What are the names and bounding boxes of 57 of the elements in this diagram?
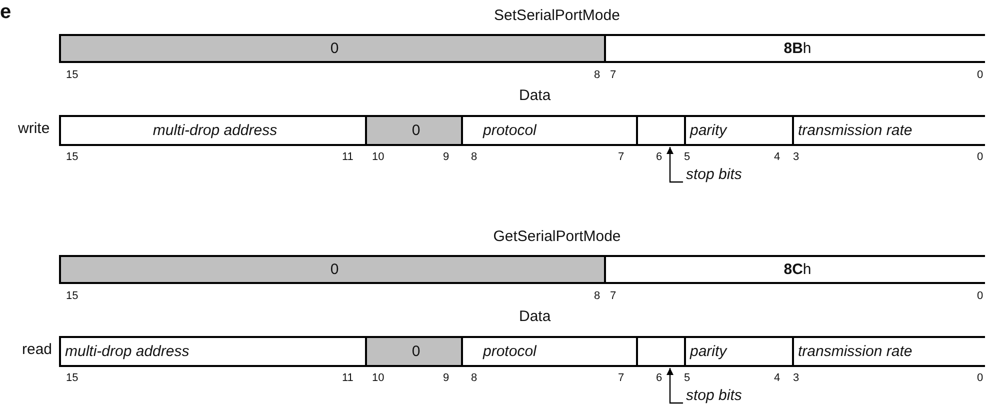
bit-number: 0 bbox=[977, 152, 984, 163]
bit-number: 3 bbox=[793, 373, 800, 384]
bit-number: 15 bbox=[66, 152, 78, 163]
bit-number: 11 bbox=[342, 152, 354, 163]
row-label: Data bbox=[519, 88, 551, 103]
bit-number: 7 bbox=[610, 291, 616, 302]
bit-field-cell: multi-drop address bbox=[59, 336, 365, 367]
bit-field-cell: parity bbox=[684, 115, 792, 146]
bit-field-cell: transmission rate bbox=[792, 115, 985, 146]
bit-number: 15 bbox=[66, 373, 78, 384]
bit-field-cell: transmission rate bbox=[792, 336, 985, 367]
bit-number: 0 bbox=[977, 70, 984, 81]
bit-field-cell: 0 bbox=[59, 255, 604, 284]
bit-number: 4 bbox=[774, 152, 780, 163]
bit-field-cell: protocol bbox=[461, 336, 636, 367]
bit-number: 10 bbox=[372, 373, 384, 384]
bit-field-cell: 0 bbox=[365, 336, 461, 367]
bit-field-cell: 0 bbox=[59, 34, 604, 63]
bit-field-cell: 8Ch bbox=[604, 255, 985, 284]
bit-field-cell: 0 bbox=[365, 115, 461, 146]
bit-number: 0 bbox=[977, 373, 984, 384]
bit-field-cell: 8Bh bbox=[604, 34, 985, 63]
bit-number: 5 bbox=[684, 152, 690, 163]
bit-number: 0 bbox=[977, 291, 984, 302]
bit-number: 15 bbox=[66, 70, 78, 81]
bit-number: 10 bbox=[372, 152, 384, 163]
bit-number: 8 bbox=[594, 291, 600, 302]
bit-number: 6 bbox=[656, 152, 662, 163]
bit-number: 4 bbox=[774, 373, 780, 384]
bit-number: 3 bbox=[793, 152, 800, 163]
row-label: write bbox=[18, 121, 50, 136]
row-label: Data bbox=[519, 309, 551, 324]
bit-number: 9 bbox=[443, 152, 450, 163]
bit-number: 7 bbox=[618, 373, 624, 384]
field-caption: stop bits bbox=[686, 388, 742, 403]
command-name: SetSerialPortMode bbox=[494, 8, 620, 23]
bit-field-cell: protocol bbox=[461, 115, 636, 146]
command-name: GetSerialPortMode bbox=[493, 229, 621, 244]
bit-number: 7 bbox=[610, 70, 616, 81]
field-caption: stop bits bbox=[686, 167, 742, 182]
bit-number: 6 bbox=[656, 373, 662, 384]
bit-field-cell: multi-drop address bbox=[59, 115, 365, 146]
row-label: read bbox=[22, 342, 52, 357]
heading-fragment: e bbox=[0, 2, 12, 22]
bit-number: 15 bbox=[66, 291, 78, 302]
bit-number: 8 bbox=[594, 70, 600, 81]
bit-field-cell bbox=[636, 336, 684, 367]
leader-arrow bbox=[666, 368, 683, 404]
bit-number: 5 bbox=[684, 373, 690, 384]
bit-number: 8 bbox=[471, 373, 478, 384]
leader-arrow bbox=[666, 147, 683, 183]
bit-field-cell: parity bbox=[684, 336, 792, 367]
bit-number: 9 bbox=[443, 373, 450, 384]
bit-number: 8 bbox=[471, 152, 478, 163]
bit-number: 11 bbox=[342, 373, 354, 384]
bit-field-cell bbox=[636, 115, 684, 146]
bit-number: 7 bbox=[618, 152, 624, 163]
